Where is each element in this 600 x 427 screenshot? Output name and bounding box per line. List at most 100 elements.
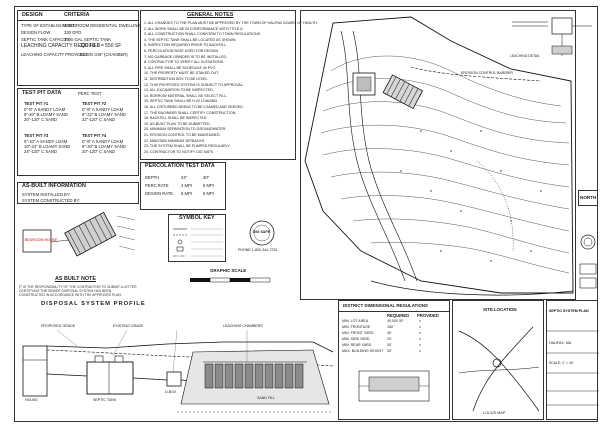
- test-pit-row: 8"-22" B LOAMY SAND: [82, 112, 126, 117]
- general-note-item: 5. INSPECTION REQUIRED PRIOR TO BACKFILL…: [144, 43, 228, 48]
- district-header: PROVIDED: [417, 313, 439, 318]
- perc-row-value: 6 MPI: [203, 191, 214, 196]
- criteria-value: 3 BEDROOM RESIDENTIAL DWELLING: [64, 23, 141, 28]
- district-cell: 20': [387, 337, 392, 341]
- general-notes-title: GENERAL NOTES: [187, 12, 234, 18]
- right-strip: NORTH: [578, 10, 598, 300]
- title-block-plan-title: SEPTIC SYSTEM PLAN: [549, 309, 589, 313]
- profile-label-proposed-grade: PROPOSED GRADE: [41, 324, 76, 328]
- perc-row-label: DEPTH: [145, 175, 160, 180]
- district-cell: ±: [419, 319, 421, 323]
- district-cell: MIN. FRONT YARD: [342, 331, 374, 335]
- profile-label-existing-grade: EXISTING GRADE: [113, 324, 144, 328]
- district-cell: 40,000 SF: [387, 319, 404, 323]
- leach-detail-label: LEACHING DETAIL: [510, 54, 540, 58]
- criteria-label: TYPE OF ESTABLISHMENT: [21, 23, 75, 28]
- perc-row-value: 24": [181, 175, 188, 180]
- site-plan-drawing: [304, 16, 574, 296]
- title-block-scale: SCALE: 1" = 40': [549, 361, 574, 365]
- right-strip-graphics: [579, 234, 597, 289]
- district-cell: ±: [419, 331, 421, 335]
- general-note-item: 12. THIS PROPOSED SYSTEM IS SUBJECT TO A…: [144, 82, 244, 87]
- profile-label-house: HOUSE: [25, 398, 38, 402]
- title-block: SEPTIC SYSTEM PLAN HALIFAX, MA SCALE: 1"…: [546, 300, 599, 420]
- perc-subtitle: PERC TEST: [78, 91, 102, 96]
- profile-label-sand-fill: SAND FILL: [257, 396, 276, 400]
- district-cell: ±: [419, 349, 421, 353]
- locus-map-drawing: [458, 326, 540, 412]
- general-note-item: 4. THE SEPTIC TANK SHALL BE LOCATED AS S…: [144, 37, 237, 42]
- profile-drawing: [22, 329, 334, 413]
- district-cell: 150': [387, 325, 394, 329]
- test-pit-row: 8"-20" B LOAMY SAND: [24, 112, 68, 117]
- general-note-item: 6. PERCOLATION RATE USED FOR DESIGN.: [144, 49, 220, 53]
- general-note-item: 19. AS-BUILT PLAN TO BE SUBMITTED.: [144, 121, 211, 126]
- general-note-item: 16. ALL DISTURBED AREAS TO BE LOAMED AND…: [144, 105, 244, 109]
- dig-safe-stamp: DIG SAFE PHONE 1-800-344-7233: [232, 218, 292, 260]
- test-pit-row: 10"-24" B LOAMY SAND: [24, 144, 71, 149]
- district-cell: 30': [387, 343, 392, 347]
- test-pit-row: 0"-8" A SANDY LOAM: [82, 139, 124, 144]
- graphic-scale: GRAPHIC SCALE: [180, 268, 280, 294]
- as-built-line: SYSTEM CONSTRUCTED BY:: [22, 198, 81, 203]
- general-note-item: 21. EROSION CONTROL TO BE MAINTAINED.: [144, 133, 221, 137]
- general-note-item: 18. BACKFILL SHALL BE INSPECTED.: [144, 116, 208, 121]
- as-built-note: AS BUILT NOTE IT IS THE RESPONSIBILITY O…: [17, 276, 139, 299]
- general-note-item: 10. THE PROPERTY MUST BE STAKED OUT.: [144, 71, 219, 76]
- test-pit-name: TEST PIT #3: [24, 133, 49, 138]
- test-pit-row: 20"-120" C SAND: [24, 117, 57, 122]
- profile-section: DISPOSAL SYSTEM PROFILE: [17, 300, 335, 420]
- criteria-value: 1500 GAL SEPTIC TANK: [64, 37, 111, 42]
- general-note-item: 2. ALL WORK SHALL BE IN CONFORMANCE WITH…: [144, 26, 244, 31]
- symbol-key-glyphs: [173, 228, 223, 257]
- district-title: DISTRICT DIMENSIONAL REGULATIONS: [343, 303, 428, 308]
- perc-row-value: 4 MPI: [181, 183, 192, 188]
- test-pit-title: TEST PIT DATA: [22, 90, 62, 96]
- locus-title: SITE LOCATION: [483, 307, 517, 312]
- title-block-town: HALIFAX, MA: [549, 341, 572, 345]
- design-criteria-col2: CRITERIA: [64, 12, 90, 18]
- test-pit-row: 24"-120" C SAND: [24, 149, 57, 154]
- as-built-note-title: AS BUILT NOTE: [55, 276, 96, 282]
- leach-detail: LEACHING DETAIL: [508, 12, 594, 62]
- criteria-label: SEPTIC TANK CAPACITY: [21, 37, 70, 42]
- design-criteria-table: DESIGN CRITERIA TYPE OF ESTABLISHMENT 3 …: [17, 10, 141, 86]
- district-regulations: DISTRICT DIMENSIONAL REGULATIONS REQUIRE…: [338, 300, 450, 420]
- sheet-border: [14, 6, 598, 422]
- test-pit-name: TEST PIT #4: [82, 133, 107, 138]
- general-note-item: 24. CONTRACTOR TO NOTIFY DIG SAFE.: [144, 149, 215, 154]
- as-built-note-text: IT IS THE RESPONSIBILITY OF THE CONTRACT…: [19, 285, 137, 297]
- test-pit-row: 0"-8" A SANDY LOAM: [82, 107, 124, 112]
- test-pit-row: 22"-120" C SAND: [82, 117, 115, 122]
- perc-row-value: 6 MPI: [181, 191, 192, 196]
- general-note-item: 13. ALL EXCAVATION TO BE INSPECTED.: [144, 88, 214, 93]
- site-plan: EROSION CONTROL BARRIER: [300, 10, 576, 300]
- district-cell: 40': [387, 331, 392, 335]
- profile-title: DISPOSAL SYSTEM PROFILE: [41, 301, 146, 307]
- district-cell: ±: [419, 325, 421, 329]
- district-cell: ±: [419, 337, 421, 341]
- test-pit-row: 0"-8" A SANDY LOAM: [24, 107, 66, 112]
- district-cell: MIN. LOT AREA: [342, 319, 369, 323]
- general-note-item: 20. MINIMUM SEPARATION TO GROUNDWATER.: [144, 127, 227, 132]
- test-pit-name: TEST PIT #1: [24, 101, 49, 106]
- district-cell: MAX. BUILDING HEIGHT: [342, 349, 384, 353]
- perc-row-label: DESIGN RATE: [145, 191, 174, 196]
- north-label: NORTH: [580, 195, 597, 200]
- general-note-item: 11. DISTRIBUTION BOX TO BE LEVEL.: [144, 77, 209, 81]
- general-note-item: 7. NO GARBAGE GRINDER IS TO BE INSTALLED…: [144, 54, 228, 59]
- profile-label-chambers: LEACHING CHAMBERS: [223, 324, 263, 328]
- as-built-info-title: AS-BUILT INFORMATION: [22, 183, 86, 189]
- dig-safe-line2: PHONE 1-800-344-7233: [238, 248, 278, 252]
- test-pit-name: TEST PIT #2: [82, 101, 107, 106]
- locus-caption: LOCUS MAP: [483, 411, 506, 415]
- as-built-info-box: AS-BUILT INFORMATION SYSTEM INSTALLED BY…: [17, 182, 139, 204]
- general-note-item: 23. THE SYSTEM SHALL BE PUMPED REGULARLY…: [144, 144, 231, 149]
- design-criteria-col1: DESIGN: [22, 12, 43, 18]
- as-built-sketch-drawing: [22, 211, 136, 257]
- graphic-scale-bar: [190, 277, 271, 283]
- district-cell: 35': [387, 349, 392, 353]
- dig-safe-circle: [249, 220, 275, 246]
- district-cell: ±: [419, 343, 421, 347]
- criteria-value: 330 GPD: [64, 30, 82, 35]
